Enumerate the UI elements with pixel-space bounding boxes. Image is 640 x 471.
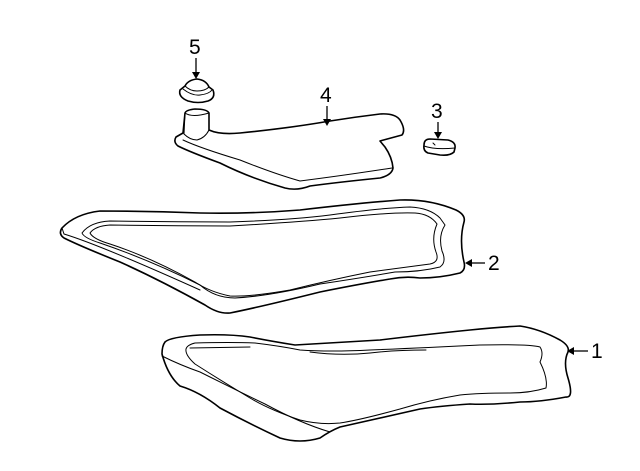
callout-number-3: 3	[431, 100, 443, 123]
callout-number-1: 1	[591, 340, 603, 363]
part-5-seal[interactable]	[178, 78, 215, 104]
part-2-gasket[interactable]	[59, 199, 466, 314]
leader-1	[567, 347, 588, 355]
leader-5	[192, 58, 200, 79]
leader-2	[465, 259, 485, 267]
leader-3	[434, 122, 442, 139]
leader-4	[323, 106, 331, 126]
callout-number-4: 4	[320, 84, 332, 107]
part-4-filter[interactable]	[174, 108, 405, 190]
part-3-clip[interactable]	[423, 138, 456, 156]
callout-number-2: 2	[488, 252, 500, 275]
callout-number-5: 5	[189, 36, 201, 59]
part-1-pan[interactable]	[161, 325, 572, 442]
